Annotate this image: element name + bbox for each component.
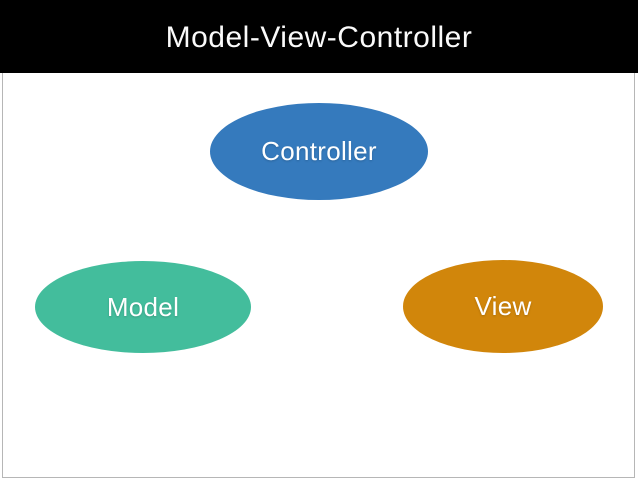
diagram-node-model-label: Model bbox=[106, 291, 180, 322]
diagram-node-controller-label: Controller bbox=[261, 136, 377, 166]
slide-title-bar: Model-View-Controller bbox=[0, 0, 638, 73]
diagram-node-view: View bbox=[403, 260, 603, 353]
diagram-node-model: Model bbox=[35, 261, 251, 353]
slide-title: Model-View-Controller bbox=[165, 21, 473, 54]
diagram-node-controller: Controller bbox=[210, 103, 428, 200]
diagram-node-view-label: View bbox=[474, 291, 532, 321]
